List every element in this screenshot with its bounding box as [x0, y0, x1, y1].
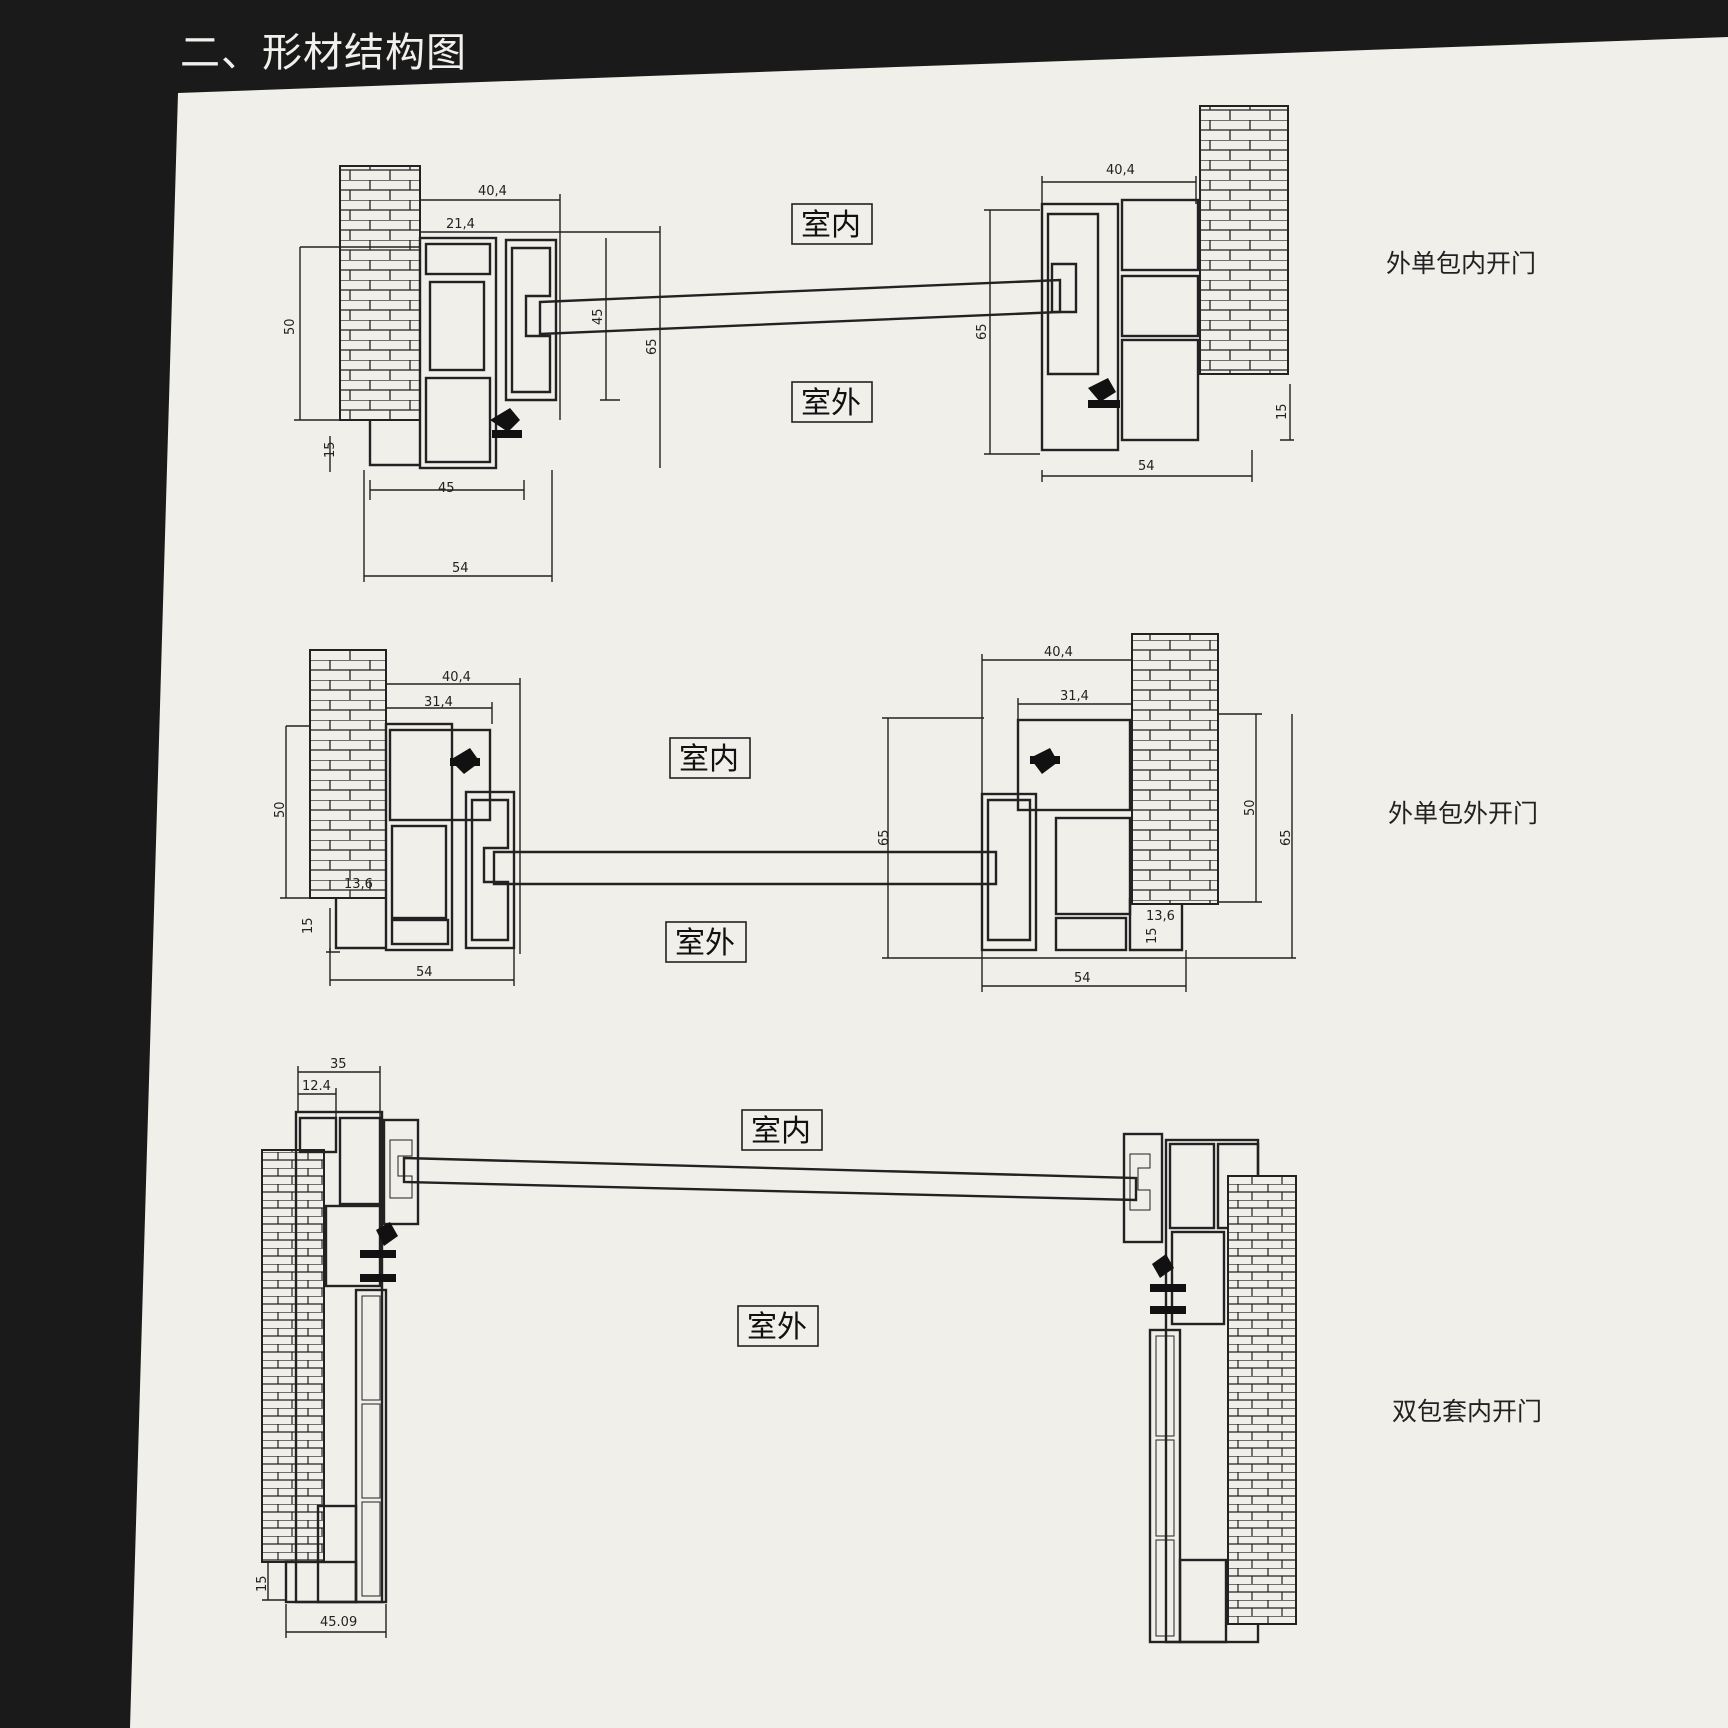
outdoor-label-box: [737, 1305, 819, 1347]
dim-label: 50: [283, 318, 298, 335]
indoor-label: 室内: [679, 742, 739, 777]
diagram-caption: 外单包外开门: [1388, 799, 1538, 828]
dim-label: 12.4: [302, 1079, 331, 1094]
dim-label: 54: [452, 561, 469, 576]
outdoor-label: 室外: [801, 386, 861, 421]
dim-label: 21,4: [446, 217, 475, 232]
left-frame-profile: [334, 722, 492, 952]
dim-label: 40,4: [1106, 163, 1135, 178]
section-title: 二、形材结构图: [180, 30, 467, 76]
dim-label: 15: [255, 1575, 270, 1592]
outdoor-label-box: [791, 381, 873, 423]
brick-wall-left: [339, 165, 421, 421]
outdoor-label-box: [665, 921, 747, 963]
brick-wall-right: [1131, 633, 1219, 905]
dim-label: 45: [438, 481, 455, 496]
dim-label: 31,4: [424, 695, 453, 710]
dim-label: 65: [975, 323, 990, 340]
dim-label: 15: [301, 917, 316, 934]
dim-label: 40,4: [442, 670, 471, 685]
left-sash-profile: [490, 238, 558, 438]
dim-label: 15: [1275, 403, 1290, 420]
dim-label: 40,4: [1044, 645, 1073, 660]
dimension-lines-right: [984, 176, 1294, 482]
brick-wall-left: [261, 1149, 325, 1563]
left-sash-profile: [464, 790, 516, 950]
door-leaf: [538, 278, 1062, 336]
dim-label: 13,6: [344, 877, 373, 892]
indoor-label-box: [741, 1109, 823, 1151]
dim-label: 35: [330, 1057, 347, 1072]
dim-label: 54: [1074, 971, 1091, 986]
indoor-label: 室内: [751, 1114, 811, 1149]
outdoor-label: 室外: [675, 926, 735, 961]
right-frame-profile: [1040, 198, 1200, 452]
dim-label: 50: [273, 801, 288, 818]
brick-wall-left: [309, 649, 387, 899]
brick-wall-right: [1227, 1175, 1297, 1625]
dim-label: 54: [1138, 459, 1155, 474]
dim-label: 45: [591, 308, 606, 325]
brick-wall-right: [1199, 105, 1289, 375]
outdoor-label: 室外: [747, 1310, 807, 1345]
right-frame-profile: [980, 718, 1184, 952]
diagram-outer-single-outward: 40,4 31,4 50 13,6 15 54 40,4 31,4 65 50 …: [273, 633, 1538, 992]
diagram-caption: 双包套内开门: [1392, 1397, 1542, 1426]
dim-label: 15: [1145, 927, 1160, 944]
indoor-label: 室内: [801, 208, 861, 243]
dim-label: 13,6: [1146, 909, 1175, 924]
dim-label: 45.09: [320, 1615, 357, 1630]
indoor-label-box: [791, 203, 873, 245]
diagram-double-jamb-inward: 35 12.4 15 45.09 室内 室外 双包套内开门: [255, 1057, 1542, 1644]
indoor-label-box: [669, 737, 751, 779]
dim-label: 50: [1243, 799, 1258, 816]
dimension-lines-left: [280, 678, 521, 986]
dim-label: 54: [416, 965, 433, 980]
dim-label: 15: [323, 441, 338, 458]
dim-label: 65: [877, 829, 892, 846]
dimension-lines-left: [294, 194, 661, 582]
diagram-outer-single-inward: 40,4 21,4 50 45 65 15 45 54 40,4 65 15 5…: [283, 105, 1536, 582]
dimension-lines-right: [882, 654, 1296, 992]
door-leaf: [492, 850, 998, 886]
dim-label: 65: [1279, 829, 1294, 846]
dimension-lines-left: [262, 1066, 387, 1638]
left-jamb-profile: [284, 1110, 420, 1604]
right-jamb-profile: [1122, 1132, 1260, 1644]
diagram-caption: 外单包内开门: [1386, 249, 1536, 278]
dim-label: 40,4: [478, 184, 507, 199]
left-frame-profile: [368, 236, 498, 470]
paper-sheet: [130, 37, 1728, 1728]
dim-label: 65: [645, 338, 660, 355]
door-leaf: [402, 1156, 1138, 1202]
dim-label: 31,4: [1060, 689, 1089, 704]
